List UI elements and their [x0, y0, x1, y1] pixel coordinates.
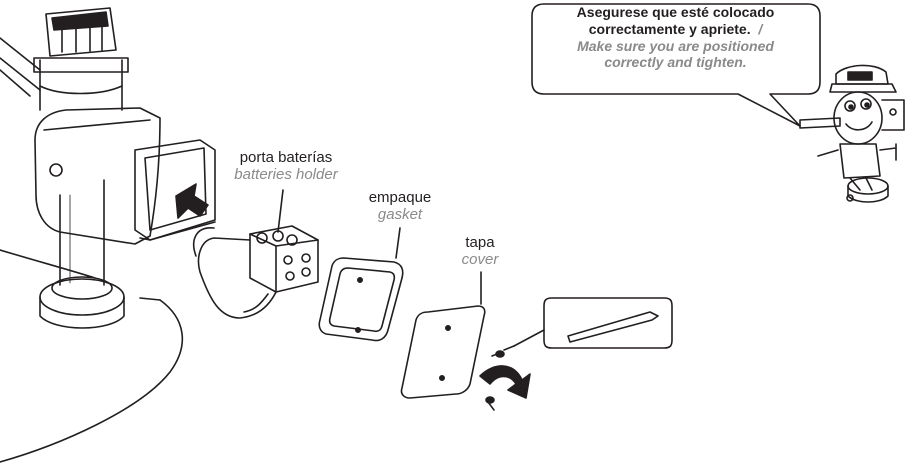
- cover-label: tapa cover: [452, 234, 508, 269]
- cover-label-en: cover: [461, 251, 499, 269]
- mascot-plumber-icon: [799, 64, 905, 203]
- bubble-line1-es: Asegurese que esté colocado: [576, 4, 775, 20]
- screw-icon: [485, 345, 515, 411]
- cover-label-es: tapa: [465, 234, 495, 251]
- batteries-holder-label-en: batteries holder: [234, 166, 338, 184]
- battery-holder-icon: [192, 225, 319, 319]
- bubble-line2-en: correctly and tighten.: [604, 54, 747, 71]
- allen-key-icon: [513, 297, 673, 349]
- batteries-holder-label: porta baterías batteries holder: [222, 149, 350, 184]
- bubble-separator: /: [758, 20, 763, 37]
- bubble-line1-en: Make sure you are positioned: [577, 37, 774, 54]
- gasket-label-es: empaque: [368, 189, 432, 206]
- batteries-holder-leader: [277, 189, 284, 233]
- bubble-line2-es: correctamente y apriete.: [588, 20, 751, 37]
- speech-bubble-outline: [531, 3, 821, 127]
- speech-bubble-text: Asegurese que esté colocado correctament…: [532, 4, 819, 71]
- gasket-leader: [395, 227, 401, 259]
- gasket-label: empaque gasket: [360, 189, 440, 224]
- rotate-arrow-icon: [479, 365, 531, 399]
- gasket-label-en: gasket: [377, 206, 423, 224]
- faucet-illustration: [0, 7, 216, 463]
- insert-arrow-icon: [175, 183, 209, 219]
- cover-plate-icon: [400, 305, 486, 399]
- batteries-holder-label-es: porta baterías: [239, 149, 333, 166]
- gasket-icon: [318, 257, 404, 342]
